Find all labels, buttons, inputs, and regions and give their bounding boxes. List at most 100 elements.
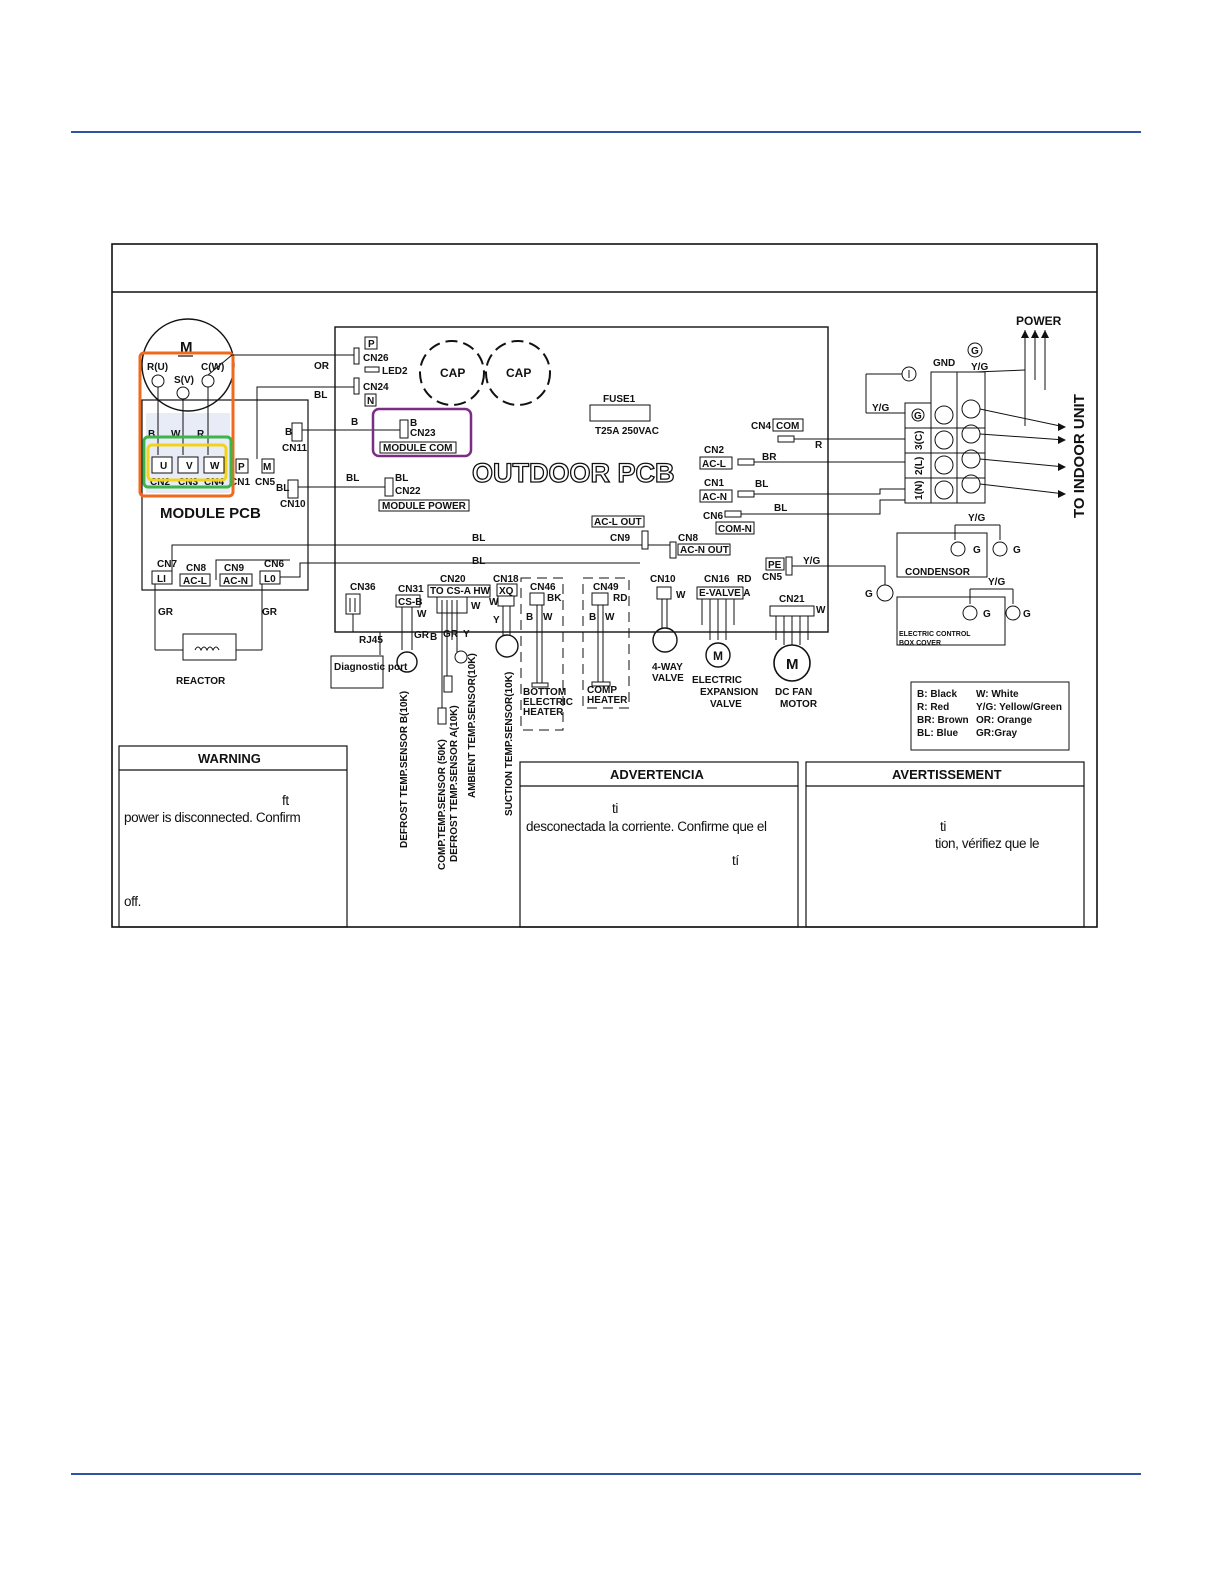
warning-title: WARNING <box>198 751 261 766</box>
svg-text:W: W <box>605 612 615 623</box>
svg-text:RD: RD <box>737 574 751 585</box>
svg-text:HEATER: HEATER <box>523 707 564 718</box>
svg-text:CN2: CN2 <box>704 445 724 456</box>
svg-text:W: W <box>471 601 481 612</box>
svg-text:P: P <box>368 339 375 350</box>
svg-text:BL: BL <box>472 533 485 544</box>
svg-text:Y/G: Y/G <box>968 513 985 524</box>
svg-text:COMP: COMP <box>587 685 617 696</box>
svg-text:PE: PE <box>768 560 782 571</box>
module-pcb-title: MODULE PCB <box>160 505 261 522</box>
svg-text:W: W <box>417 609 427 620</box>
svg-text:CN31: CN31 <box>398 584 424 595</box>
svg-text:CN21: CN21 <box>779 594 805 605</box>
svg-text:CN26: CN26 <box>363 353 389 364</box>
svg-text:CN4: CN4 <box>204 477 224 488</box>
warning-es-fragment-2: desconectada la corriente. Confirme que … <box>526 819 767 834</box>
svg-text:LED2: LED2 <box>382 366 408 377</box>
svg-text:CAP: CAP <box>440 366 465 380</box>
svg-text:Y: Y <box>493 615 500 626</box>
cn36-diagnostic: CN36 RJ45 Diagnostic port <box>330 582 408 689</box>
svg-text:BL: BL <box>276 483 289 494</box>
svg-text:COM: COM <box>776 421 799 432</box>
svg-text:Y/G: Yellow/Green: Y/G: Yellow/Green <box>976 702 1062 713</box>
sensor-caption-3: DEFROST TEMP.SENSOR A(10K) <box>449 705 460 862</box>
svg-text:V: V <box>186 461 193 472</box>
svg-text:CN9: CN9 <box>610 533 630 544</box>
svg-text:REACTOR: REACTOR <box>176 676 226 687</box>
svg-text:T25A 250VAC: T25A 250VAC <box>595 426 659 437</box>
pcb-right-connectors: CN4 COM R CN2 AC-L BR CN1 AC-N BL CN6 BL… <box>472 418 823 583</box>
svg-text:EXPANSION: EXPANSION <box>700 687 758 698</box>
svg-text:HEATER: HEATER <box>587 695 628 706</box>
svg-text:CN1: CN1 <box>704 478 724 489</box>
svg-text:CN4: CN4 <box>751 421 771 432</box>
condensor-ground: CONDENSOR Y/G G G <box>896 513 1021 578</box>
svg-text:AC-L: AC-L <box>183 576 207 587</box>
svg-text:OR: Orange: OR: Orange <box>976 715 1033 726</box>
svg-text:GR: GR <box>443 629 459 640</box>
svg-text:BOTTOM: BOTTOM <box>523 687 566 698</box>
svg-text:B: B <box>285 427 292 438</box>
svg-text:BL: BL <box>755 479 768 490</box>
svg-text:W: White: W: White <box>976 689 1019 700</box>
svg-text:CN49: CN49 <box>593 582 619 593</box>
sensor-caption-4: AMBIENT TEMP.SENSOR(10K) <box>467 653 478 798</box>
svg-text:Y/G: Y/G <box>872 403 889 414</box>
cn10-four-way-valve: CN10 W 4-WAY VALVE <box>650 574 686 684</box>
svg-text:VALVE: VALVE <box>710 699 742 710</box>
module-com-connector: B CN23 MODULE COM <box>379 418 457 454</box>
outdoor-pcb-title: OUTDOOR PCB <box>472 458 675 488</box>
svg-text:S(V): S(V) <box>174 375 194 386</box>
svg-text:CN5: CN5 <box>762 572 782 583</box>
sensor-caption-1: DEFROST TEMP.SENSOR B(10K) <box>399 691 410 848</box>
svg-text:CN22: CN22 <box>395 486 421 497</box>
svg-text:CN10: CN10 <box>650 574 676 585</box>
cn49-comp-heater: CN49 RD B W COMP HEATER <box>582 577 630 709</box>
svg-text:CONDENSOR: CONDENSOR <box>905 567 971 578</box>
svg-text:B: B <box>148 429 155 440</box>
svg-text:R: R <box>815 440 823 451</box>
cn31-sensor: CN31 CS-B W GR <box>395 584 430 673</box>
to-indoor-unit-label: TO INDOOR UNIT <box>1071 394 1088 518</box>
svg-text:G: G <box>865 589 873 600</box>
svg-text:R: Red: R: Red <box>917 702 949 713</box>
pcb-left-connectors: P CN26 LED2 CN24 N OR BL B BL <box>314 336 408 484</box>
svg-text:GR: GR <box>262 607 278 618</box>
svg-text:4-WAY: 4-WAY <box>652 662 683 673</box>
svg-text:GR: GR <box>414 630 430 641</box>
svg-text:RD: RD <box>613 593 627 604</box>
svg-text:B: Black: B: Black <box>917 689 957 700</box>
svg-text:BL: BL <box>314 390 327 401</box>
cn46-bottom-heater: CN46 BK B W BOTTOM ELECTRIC HEATER <box>520 577 573 731</box>
svg-text:CAP: CAP <box>506 366 531 380</box>
svg-text:XQ: XQ <box>499 586 514 597</box>
svg-text:B: B <box>589 612 596 623</box>
sensor-caption-2: COMP.TEMP.SENSOR (50K) <box>437 739 448 870</box>
svg-text:G: G <box>983 609 991 620</box>
warning-en-fragment-2: power is disconnected. Confirm <box>124 810 301 825</box>
fuse: FUSE1 T25A 250VAC <box>589 394 659 437</box>
svg-text:GR: GR <box>158 607 174 618</box>
svg-text:CN18: CN18 <box>493 574 519 585</box>
svg-text:Diagnostic port: Diagnostic port <box>334 662 408 673</box>
svg-text:1(N): 1(N) <box>914 481 925 500</box>
svg-text:W: W <box>210 461 220 472</box>
warning-en-fragment-3: off. <box>124 894 141 909</box>
cn20-sensors: CN20 TO CS-A HW W B GR Y <box>427 574 491 725</box>
svg-text:Y/G: Y/G <box>803 556 820 567</box>
svg-text:GND: GND <box>933 358 955 369</box>
cn21-fan-motor: CN21 W M DC FAN MOTOR <box>769 594 826 710</box>
svg-text:L0: L0 <box>264 574 276 585</box>
svg-text:CS-B: CS-B <box>398 597 422 608</box>
warning-fr-fragment-1: ti <box>940 819 946 834</box>
svg-text:B: B <box>410 418 417 429</box>
svg-text:BR: BR <box>762 452 777 463</box>
svg-text:TO CS-A HW: TO CS-A HW <box>430 586 491 597</box>
svg-text:BL: BL <box>395 473 408 484</box>
svg-text:ELECTRIC: ELECTRIC <box>692 675 742 686</box>
warning-en-fragment-1: ft <box>282 793 289 808</box>
svg-text:ELECTRIC CONTROL: ELECTRIC CONTROL <box>899 631 971 638</box>
module-terminals: U V W P M CN2 CN3 CN4 CN1 CN5 <box>150 456 275 488</box>
svg-text:CN24: CN24 <box>363 382 389 393</box>
